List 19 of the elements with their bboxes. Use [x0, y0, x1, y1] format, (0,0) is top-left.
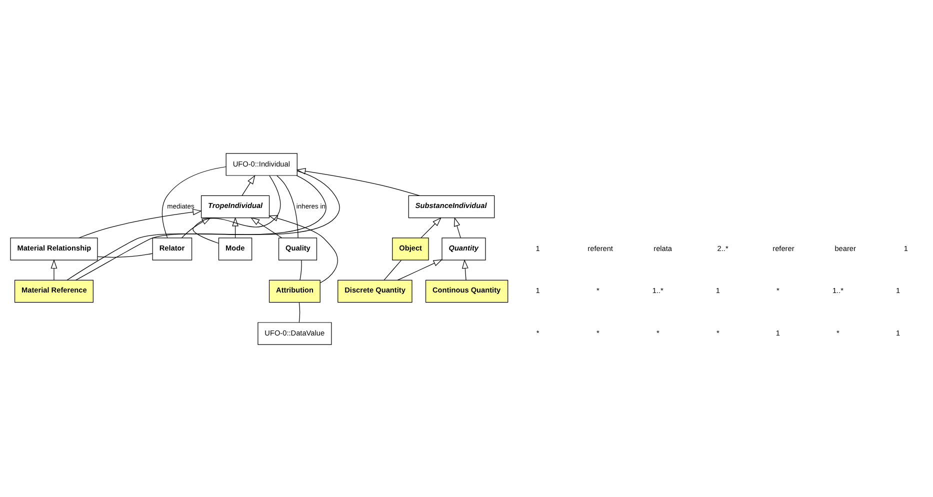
- arrow: [454, 216, 461, 238]
- arrow: [462, 258, 468, 280]
- arrow: [50, 258, 58, 280]
- connector: [192, 174, 281, 244]
- connector: [162, 166, 226, 238]
- connector: [298, 302, 300, 322]
- arrow: [420, 216, 442, 238]
- arrow: [268, 214, 338, 283]
- arrow: [181, 216, 212, 238]
- connector: [97, 252, 153, 258]
- connector: [300, 259, 302, 280]
- arrow: [232, 216, 238, 238]
- connector: [384, 259, 402, 280]
- arrow: [397, 258, 443, 280]
- arrow: [242, 174, 256, 196]
- arrow: [250, 216, 282, 238]
- connector: [276, 174, 298, 238]
- arrow: [296, 167, 420, 196]
- arrow: [78, 208, 202, 238]
